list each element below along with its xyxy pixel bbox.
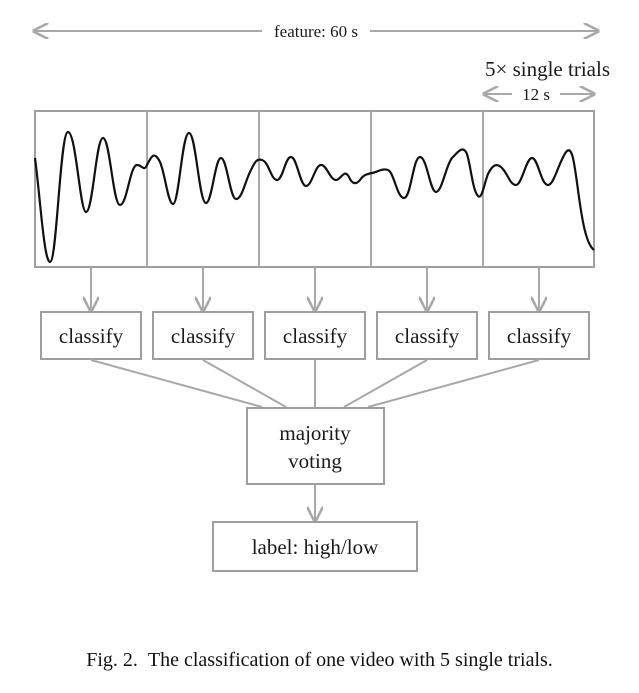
- figure-number: Fig. 2.: [86, 649, 138, 671]
- classify-box: classify: [152, 311, 254, 360]
- classify-label: classify: [395, 324, 460, 348]
- classify-label: classify: [59, 324, 124, 348]
- classify-box: classify: [40, 311, 142, 360]
- majority-voting-line2: voting: [288, 449, 342, 473]
- classify-to-voting-connectors: [90, 359, 540, 408]
- figure-caption: Fig. 2. The classification of one video …: [0, 649, 639, 672]
- trial-duration-label: 12 s: [522, 85, 550, 104]
- figure-caption-text: The classification of one video with 5 s…: [147, 649, 553, 671]
- feature-duration-label: feature: 60 s: [274, 22, 358, 41]
- trial-to-classify-arrows: [91, 268, 539, 311]
- classify-box: classify: [376, 311, 478, 360]
- majority-voting-line1: majority: [279, 421, 351, 445]
- classify-box: classify: [264, 311, 366, 360]
- signal-waveform: [33, 130, 595, 264]
- classify-label: classify: [171, 324, 236, 348]
- single-trials-label: 5× single trials: [485, 57, 610, 81]
- classify-label: classify: [507, 324, 572, 348]
- signal-panel: [34, 110, 595, 268]
- output-label-box: label: high/low: [212, 521, 418, 572]
- majority-voting-box: majority voting: [246, 407, 385, 485]
- output-label-text: label: high/low: [252, 535, 379, 559]
- classify-box: classify: [488, 311, 590, 360]
- classify-label: classify: [283, 324, 348, 348]
